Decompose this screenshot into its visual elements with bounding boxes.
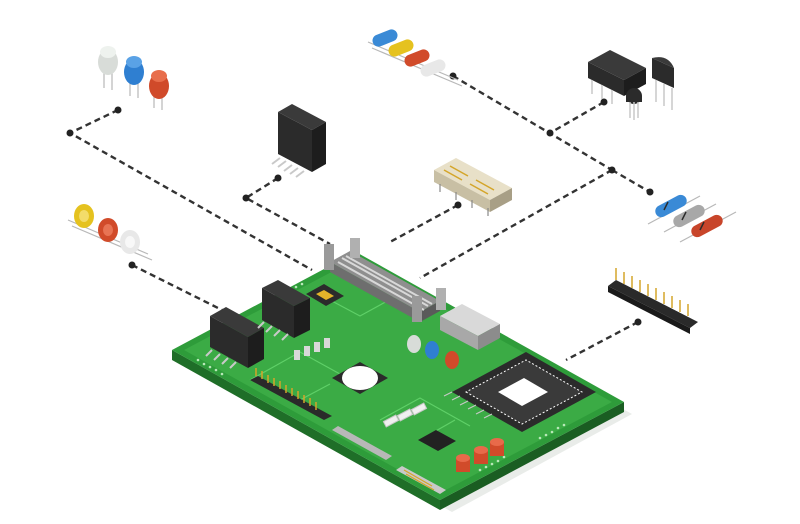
leader-node xyxy=(600,98,608,106)
motherboard xyxy=(172,238,632,512)
chip-icon xyxy=(271,104,326,178)
leader-node xyxy=(454,201,462,209)
board-white-resistors xyxy=(382,402,428,428)
leader-pin-header xyxy=(565,320,639,362)
leader-caps-top xyxy=(452,74,613,172)
leader-resistors xyxy=(611,168,651,194)
leader-node xyxy=(66,129,74,137)
board-electrolytic-caps xyxy=(456,438,504,472)
leader-caps-left xyxy=(131,263,227,314)
board-edge-right xyxy=(440,402,624,510)
leader-node xyxy=(546,129,554,137)
leader-node xyxy=(608,166,616,174)
board-round-chip xyxy=(332,362,388,394)
board-vertical-chip-2 xyxy=(257,280,310,341)
capacitor-icon xyxy=(67,204,153,261)
leader-regulators xyxy=(549,100,605,135)
connector-icon xyxy=(434,158,512,216)
board-pin-header xyxy=(250,368,332,420)
leader-node xyxy=(634,318,642,326)
leader-node xyxy=(646,188,654,196)
leader-node xyxy=(242,194,250,202)
board-small-caps xyxy=(294,338,330,360)
leader-node xyxy=(114,106,122,114)
board-smd-chip xyxy=(306,284,344,306)
board-edge-connectors xyxy=(332,426,446,494)
resistor-icon xyxy=(647,194,737,243)
leader-connector xyxy=(389,203,459,244)
leader-lines xyxy=(66,72,654,362)
board-edge-left xyxy=(172,350,440,510)
capacitor-icon xyxy=(367,29,463,87)
board-grey-connector xyxy=(440,304,500,350)
board-leds xyxy=(407,335,459,369)
pin-header-icon xyxy=(608,268,698,334)
leader-smd-chip xyxy=(243,176,331,246)
ram-slots xyxy=(324,238,446,322)
leader-node xyxy=(128,261,136,269)
regulator-icon xyxy=(588,50,674,120)
led-icon xyxy=(98,46,169,110)
board-small-chip xyxy=(418,430,456,451)
board-cpu-socket xyxy=(443,352,596,432)
leader-leds xyxy=(67,108,313,272)
leader-node xyxy=(274,174,282,182)
leader-board-right xyxy=(419,168,613,280)
board-vertical-chip-1 xyxy=(205,307,264,369)
